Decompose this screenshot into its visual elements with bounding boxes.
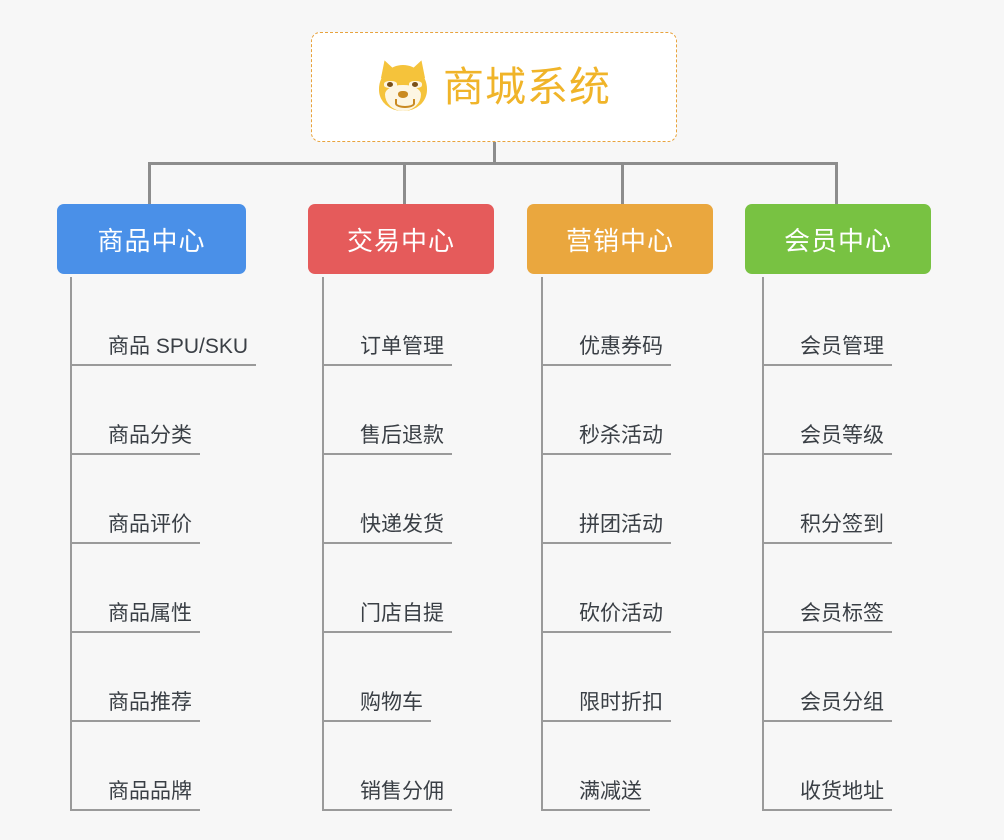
- list-item[interactable]: 砍价活动: [541, 544, 671, 633]
- leaf-label: 商品推荐: [108, 690, 192, 714]
- connector-root-stub: [493, 142, 496, 164]
- connector-drop-4: [835, 162, 838, 204]
- leaf-label: 会员分组: [800, 690, 884, 714]
- leaf-label: 快递发货: [360, 512, 444, 536]
- list-item[interactable]: 积分签到: [762, 455, 892, 544]
- branch-column-4: 会员管理 会员等级 积分签到 会员标签 会员分组 收货地址: [762, 277, 892, 811]
- branch-rail-4: [762, 277, 764, 811]
- category-title-4: 会员中心: [783, 225, 892, 256]
- leaf-label: 购物车: [360, 690, 423, 714]
- branch-column-2: 订单管理 售后退款 快递发货 门店自提 购物车 销售分佣: [322, 277, 452, 811]
- connector-drop-3: [621, 162, 624, 204]
- list-item[interactable]: 会员管理: [762, 277, 892, 366]
- leaf-label: 售后退款: [360, 423, 444, 447]
- list-item[interactable]: 商品推荐: [70, 633, 256, 722]
- leaf-label: 拼团活动: [579, 512, 663, 536]
- list-item[interactable]: 拼团活动: [541, 455, 671, 544]
- leaf-label: 商品品牌: [108, 779, 192, 803]
- list-item[interactable]: 购物车: [322, 633, 452, 722]
- list-item[interactable]: 订单管理: [322, 277, 452, 366]
- leaf-label: 商品属性: [108, 601, 192, 625]
- list-item[interactable]: 销售分佣: [322, 722, 452, 811]
- leaf-label: 收货地址: [800, 779, 884, 803]
- dog-face-icon: [375, 57, 431, 113]
- leaf-label: 秒杀活动: [579, 423, 663, 447]
- category-title-3: 营销中心: [565, 225, 674, 256]
- leaf-label: 会员管理: [800, 334, 884, 358]
- leaf-label: 优惠券码: [579, 334, 663, 358]
- list-item[interactable]: 商品 SPU/SKU: [70, 277, 257, 366]
- leaf-label: 砍价活动: [579, 601, 663, 625]
- branch-rail-3: [541, 277, 543, 811]
- list-item[interactable]: 满减送: [541, 722, 671, 811]
- list-item[interactable]: 门店自提: [322, 544, 452, 633]
- leaf-label: 满减送: [579, 779, 642, 803]
- leaf-label: 门店自提: [360, 601, 444, 625]
- connector-drop-1: [148, 162, 151, 204]
- connector-bus: [148, 162, 838, 165]
- leaf-label: 订单管理: [360, 334, 444, 358]
- branch-column-1: 商品 SPU/SKU 商品分类 商品评价 商品属性 商品推荐 商品品牌: [70, 277, 257, 811]
- list-item[interactable]: 商品品牌: [70, 722, 256, 811]
- list-item[interactable]: 优惠券码: [541, 277, 671, 366]
- leaf-label: 销售分佣: [360, 779, 444, 803]
- dog-nose: [398, 91, 408, 98]
- branch-rail-1: [70, 277, 72, 811]
- connector-drop-2: [403, 162, 406, 204]
- list-item[interactable]: 会员等级: [762, 366, 892, 455]
- list-item[interactable]: 快递发货: [322, 455, 452, 544]
- list-item[interactable]: 会员分组: [762, 633, 892, 722]
- category-box-2[interactable]: 交易中心: [308, 204, 494, 274]
- branch-column-3: 优惠券码 秒杀活动 拼团活动 砍价活动 限时折扣 满减送: [541, 277, 671, 811]
- category-box-3[interactable]: 营销中心: [527, 204, 713, 274]
- leaf-label: 商品评价: [108, 512, 192, 536]
- list-item[interactable]: 限时折扣: [541, 633, 671, 722]
- branch-rail-2: [322, 277, 324, 811]
- list-item[interactable]: 秒杀活动: [541, 366, 671, 455]
- list-item[interactable]: 商品分类: [70, 366, 256, 455]
- leaf-label: 积分签到: [800, 512, 884, 536]
- list-item[interactable]: 售后退款: [322, 366, 452, 455]
- list-item[interactable]: 商品评价: [70, 455, 256, 544]
- root-title: 商城系统: [443, 63, 611, 110]
- category-title-2: 交易中心: [346, 225, 455, 256]
- category-box-4[interactable]: 会员中心: [745, 204, 931, 274]
- leaf-label: 商品 SPU/SKU: [108, 334, 249, 358]
- category-box-1[interactable]: 商品中心: [57, 204, 246, 274]
- dog-mouth: [395, 99, 415, 108]
- leaf-label: 会员等级: [800, 423, 884, 447]
- list-item[interactable]: 收货地址: [762, 722, 892, 811]
- dog-eye-right: [409, 81, 422, 88]
- root-node[interactable]: 商城系统: [311, 32, 677, 142]
- list-item[interactable]: 会员标签: [762, 544, 892, 633]
- leaf-label: 限时折扣: [579, 690, 663, 714]
- leaf-label: 商品分类: [108, 423, 192, 447]
- leaf-label: 会员标签: [800, 601, 884, 625]
- list-item[interactable]: 商品属性: [70, 544, 256, 633]
- dog-eye-left: [384, 81, 397, 88]
- category-title-1: 商品中心: [97, 225, 206, 256]
